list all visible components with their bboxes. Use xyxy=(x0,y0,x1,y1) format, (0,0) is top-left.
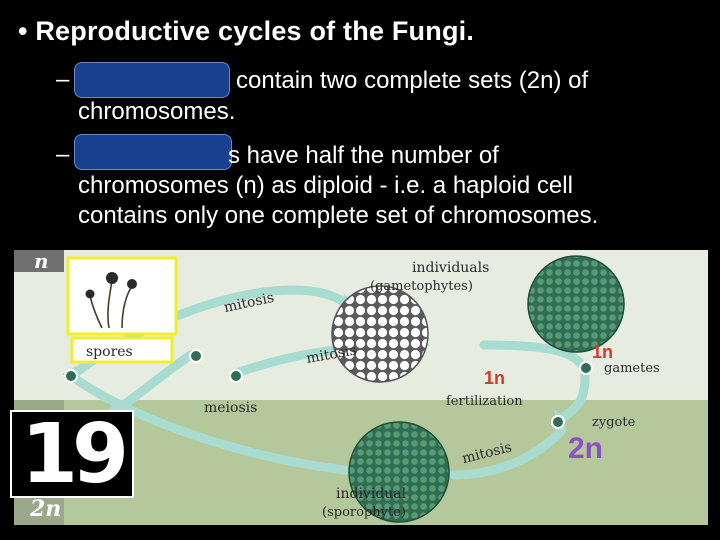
bullet-1-line-1: contain two complete sets (2n) of xyxy=(236,66,588,95)
zygote-label: zygote xyxy=(592,415,636,430)
redaction-box xyxy=(74,62,230,98)
spores-label: spores xyxy=(86,344,133,360)
corner-n-label: n xyxy=(34,250,49,273)
individuals-label: individuals xyxy=(412,260,489,276)
slide-title: • Reproductive cycles of the Fungi. xyxy=(18,16,474,47)
slide-number-box: 19 xyxy=(10,410,134,498)
bullet-dash: – xyxy=(56,66,69,94)
redaction-box xyxy=(74,134,232,170)
ploidy-1n-label-fertilization: 1n xyxy=(484,368,505,388)
bullet-1-line-2: chromosomes. xyxy=(78,97,235,126)
bullet-2-line-3: contains only one complete set of chromo… xyxy=(78,201,598,230)
ploidy-2n-label: 2n xyxy=(568,432,603,465)
white-spore-mass xyxy=(332,286,428,382)
gametes-label: gametes xyxy=(604,361,660,376)
ploidy-1n-label-gametes: 1n xyxy=(592,342,613,362)
meiosis-label: meiosis xyxy=(204,400,257,416)
bullet-2-line-1: s have half the number of xyxy=(228,141,499,170)
bullet-dash: – xyxy=(56,141,69,169)
fertilization-label: fertilization xyxy=(446,394,523,409)
bullet-2-line-2: chromosomes (n) as diploid - i.e. a hapl… xyxy=(78,171,573,200)
individual-label-sub: (sporophyte) xyxy=(322,505,406,520)
gametophyte-cell-mass xyxy=(528,256,624,352)
individual-label: individual xyxy=(336,486,407,502)
individuals-label-sub: (gametophytes) xyxy=(370,279,473,294)
